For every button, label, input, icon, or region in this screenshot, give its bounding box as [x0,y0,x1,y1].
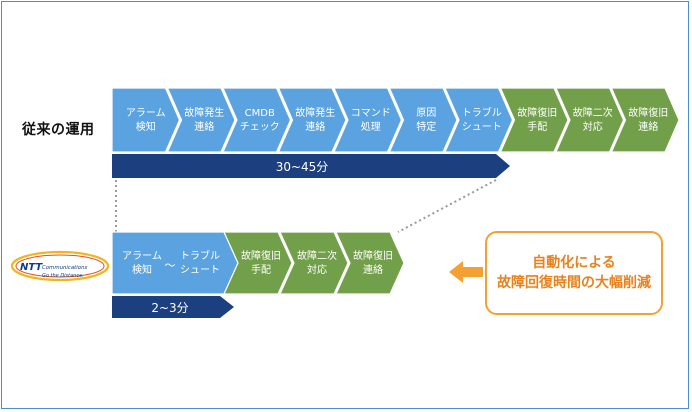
auto-first-tilde: ～ [165,259,176,272]
auto-duration-bar [112,296,234,318]
auto-step-1-line1: 故障復旧 [241,249,281,262]
auto-first-a1: アラーム [122,250,162,262]
legacy-step-10-line1: 故障復旧 [628,106,668,119]
legacy-step-2-line2: 連絡 [194,120,214,133]
legacy-step-5-line2: 処理 [361,120,381,133]
legacy-step-6-line2: 特定 [416,120,436,133]
svg-text:NTT: NTT [20,262,43,273]
legacy-step-4-line1: 故障発生 [295,106,335,119]
orange-left-arrow-icon [449,261,483,283]
legacy-step-2-line1: 故障発生 [184,106,224,119]
legacy-step-3-line2: チェック [240,121,280,133]
auto-first-a2: 検知 [132,263,152,276]
auto-step-3 [335,231,405,295]
legacy-step-7 [444,87,514,153]
legacy-step-3 [222,87,292,153]
auto-step-3-line1: 故障復旧 [353,249,393,262]
auto-first-b1: トラブル [180,249,220,262]
auto-step-3-line2: 連絡 [363,263,383,276]
ntt-logo: NTT Communications Go the Distance. [10,248,114,288]
callout-line-2: 故障回復時間の大幅削減 [497,275,651,291]
legacy-step-1 [111,87,181,153]
legacy-duration-label: 30~45分 [276,160,329,174]
legacy-step-6 [388,87,458,153]
legacy-duration-bar [112,154,510,178]
auto-duration-label: 2~3分 [151,301,188,315]
auto-step-2-line2: 対応 [307,263,327,276]
legacy-step-8 [499,87,569,153]
legacy-step-8-line2: 手配 [527,120,547,133]
legacy-step-2 [166,87,236,153]
legacy-step-10-line2: 連絡 [638,120,658,133]
legacy-step-6-line1: 原因 [416,107,436,119]
legacy-operation-label: 従来の運用 [22,122,95,138]
auto-step-1-line2: 手配 [251,263,271,276]
callout-line-1: 自動化による [532,255,616,271]
auto-first-b2: シュート [180,265,220,276]
auto-step-1 [223,231,293,295]
legacy-step-9-line2: 対応 [583,120,603,133]
logo-brand-text: Communications [42,265,87,271]
legacy-step-9-line1: 故障二次 [573,106,613,119]
legacy-step-4 [277,87,347,153]
legacy-step-5 [333,87,403,153]
legacy-step-10 [610,87,680,153]
legacy-step-7-line1: トラブル [462,106,502,119]
legacy-step-1-line2: 検知 [136,120,156,133]
legacy-step-1-line1: アラーム [126,107,166,119]
auto-step-2 [279,231,349,295]
auto-step-2-line1: 故障二次 [297,249,337,262]
legacy-step-7-line2: シュート [462,122,502,133]
legacy-step-5-line1: コマンド [351,108,391,119]
legacy-step-3-line1: CMDB [245,108,275,119]
connector-right [397,179,497,233]
legacy-step-9 [555,87,625,153]
automation-callout: 自動化による 故障回復時間の大幅削減 [485,231,663,315]
legacy-step-4-line2: 連絡 [305,120,325,133]
legacy-step-8-line1: 故障復旧 [517,106,557,119]
logo-tagline-text: Go the Distance. [42,273,84,279]
